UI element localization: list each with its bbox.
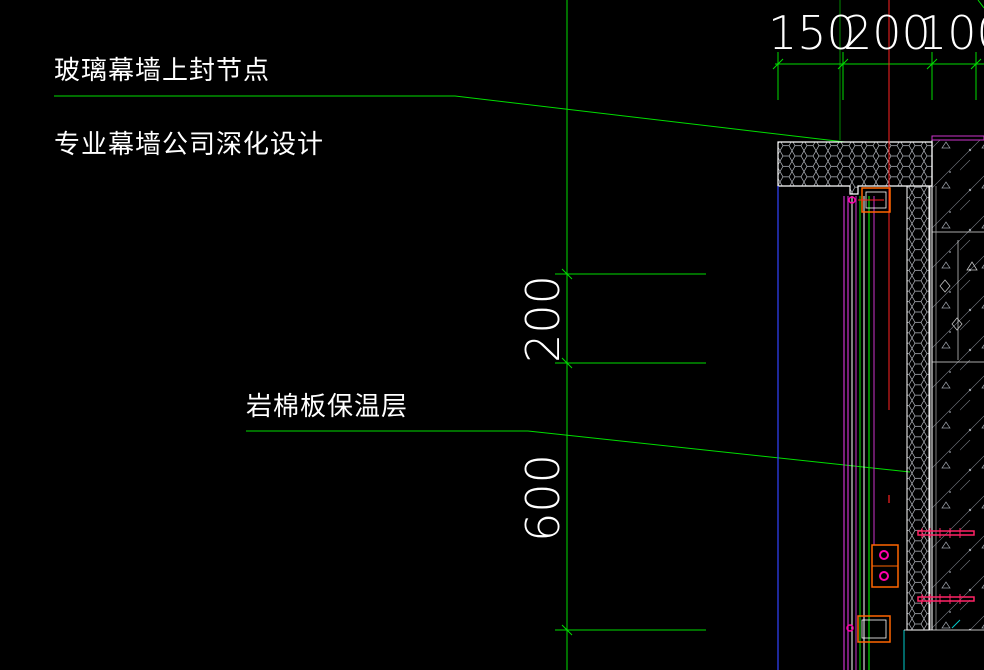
top-closure-block <box>777 141 933 195</box>
annotation-design-note: 专业幕墙公司深化设计 <box>54 130 325 160</box>
dimension-vertical-1: 200 <box>516 275 570 363</box>
dimension-top-2: 200 <box>843 6 931 60</box>
annotation-insulation: 岩棉板保温层 <box>246 392 409 422</box>
dimension-vertical-2: 600 <box>516 454 570 542</box>
leader-line-title <box>54 95 846 143</box>
annotation-title-node: 玻璃幕墙上封节点 <box>54 56 271 86</box>
anchor-bolts <box>917 528 975 604</box>
leader-line-insulation <box>246 430 911 473</box>
dimension-top-3: 100 <box>918 6 984 60</box>
rockwool-insulation-layer <box>906 185 930 631</box>
dimension-top-1: 150 <box>768 6 856 60</box>
concrete-wall <box>931 135 984 630</box>
top-dimension-chain <box>772 0 984 100</box>
top-bracket <box>848 187 891 213</box>
bottom-bracket <box>846 615 984 643</box>
vertical-dimension-chain <box>555 268 706 636</box>
mid-bracket <box>871 544 899 588</box>
curtain-wall-mullions <box>777 0 937 670</box>
